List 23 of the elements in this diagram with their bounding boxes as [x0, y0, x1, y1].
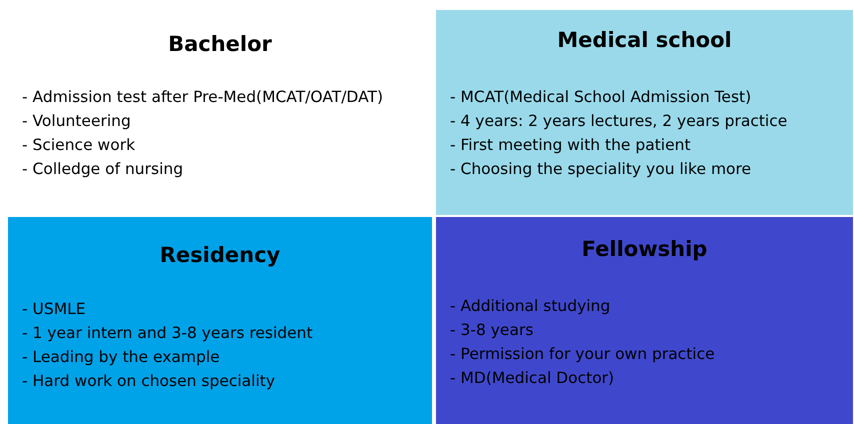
list-item: - Hard work on chosen speciality: [22, 372, 276, 390]
stage-panel: [8, 217, 432, 424]
list-item: - Choosing the speciality you like more: [450, 160, 752, 178]
list-item: - 1 year intern and 3-8 years resident: [22, 324, 313, 342]
stage-panel: [436, 217, 853, 424]
list-item: - 4 years: 2 years lectures, 2 years practice: [450, 112, 788, 130]
list-item: - First meeting with the patient: [450, 136, 691, 154]
stage-heading: Residency: [160, 243, 280, 267]
list-item: - MCAT(Medical School Admission Test): [450, 88, 752, 106]
stage-panel: [436, 10, 853, 215]
stage-heading: Bachelor: [168, 32, 272, 56]
list-item: - Leading by the example: [22, 348, 220, 366]
list-item: - Colledge of nursing: [22, 160, 184, 178]
list-item: - Admission test after Pre-Med(MCAT/OAT/DAT): [22, 88, 383, 106]
list-item: - Volunteering: [22, 112, 131, 130]
list-item: - USMLE: [22, 300, 86, 318]
list-item: - Science work: [22, 136, 136, 154]
list-item: - 3-8 years: [450, 321, 534, 339]
list-item: - Additional studying: [450, 297, 610, 315]
stage-heading: Medical school: [557, 28, 732, 52]
list-item: - MD(Medical Doctor): [450, 369, 614, 387]
stage-heading: Fellowship: [582, 237, 708, 261]
list-item: - Permission for your own practice: [450, 345, 715, 363]
